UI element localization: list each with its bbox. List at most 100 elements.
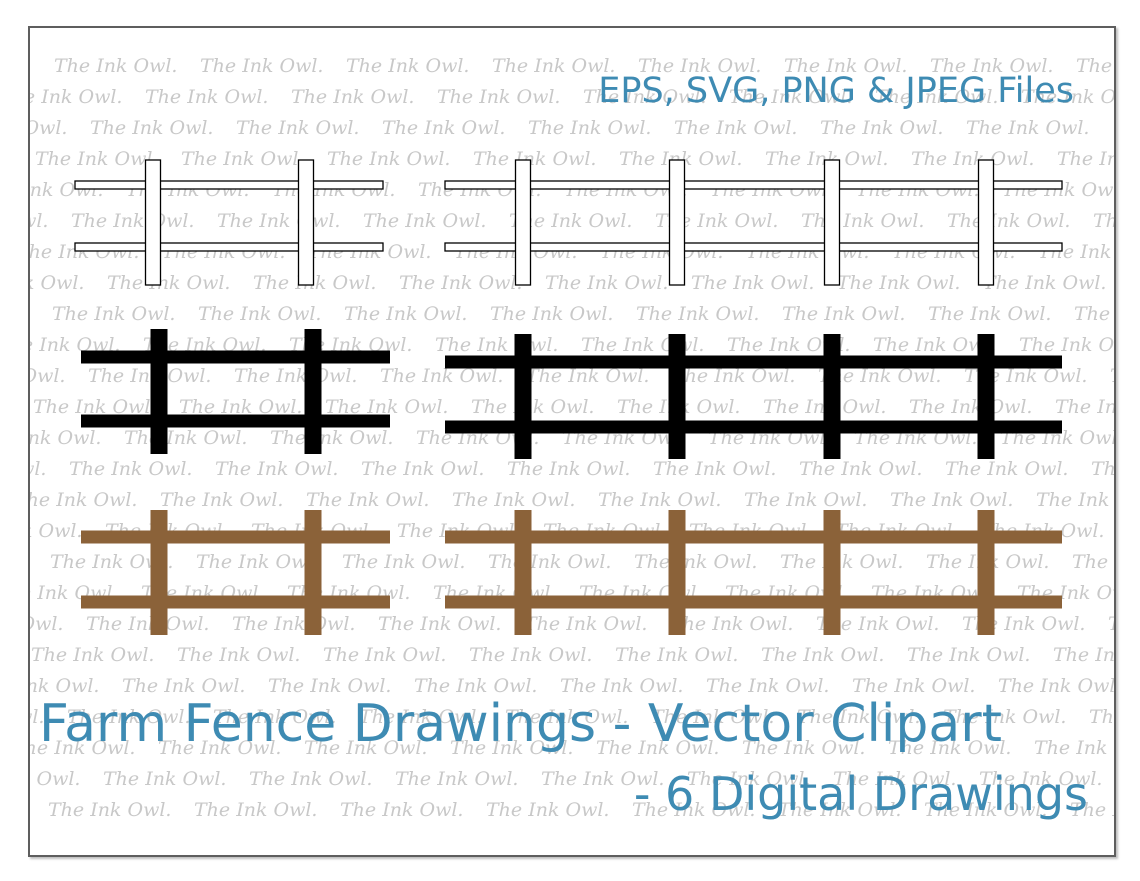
watermark-text: The Ink Owl. <box>1070 799 1114 821</box>
watermark-text: The Ink Owl. <box>655 210 778 232</box>
watermark-text: The Ink Owl. <box>837 272 960 294</box>
watermark-text: The Ink Owl. <box>450 737 573 759</box>
watermark-text: The Ink Owl. <box>200 55 323 77</box>
watermark-text: The Ink Owl. <box>145 86 268 108</box>
watermark-text: The Ink Owl. <box>30 768 80 790</box>
fence-rail <box>81 595 390 609</box>
watermark-text: The Ink Owl. <box>486 799 609 821</box>
watermark-text: The Ink Owl. <box>363 210 486 232</box>
watermark-text: The Ink Owl. <box>727 334 850 356</box>
watermark-text: The Ink Owl. <box>71 210 194 232</box>
short-black-fence <box>81 329 390 454</box>
watermark-text: The Ink Owl. <box>653 458 776 480</box>
watermark-text: The Ink Owl. <box>160 489 283 511</box>
watermark-text: The Ink Owl. <box>30 675 99 697</box>
fence-post <box>297 159 315 286</box>
watermark-text: The Ink Owl. <box>33 396 156 418</box>
long-brown-fence <box>445 510 1062 635</box>
watermark-text: The Ink Owl. <box>382 117 505 139</box>
watermark-text: The Ink Owl. <box>52 303 175 325</box>
watermark-text: The Ink Owl. <box>761 644 884 666</box>
watermark-text: The Ink Owl. <box>687 768 810 790</box>
fence-rail <box>81 350 390 364</box>
fence-post <box>150 329 168 454</box>
watermark-text: The Ink Owl. <box>744 489 867 511</box>
watermark-text: The Ink Owl. <box>346 55 469 77</box>
watermark-text: The Ink Owl. <box>122 675 245 697</box>
watermark-text: The Ink Owl. <box>361 458 484 480</box>
fence-post <box>514 510 532 635</box>
watermark-text: The Ink Owl. <box>344 303 467 325</box>
watermark-text: The Ink Owl. <box>473 148 596 170</box>
artwork-canvas: The Ink Owl. The Ink Owl. The Ink Owl. The … <box>30 55 1114 821</box>
watermark-text: The Ink Owl. <box>103 768 226 790</box>
watermark-text: The Ink Owl. <box>1036 489 1114 511</box>
fence-rail <box>445 595 1062 609</box>
long-outline-fence <box>444 159 1063 286</box>
long-black-fence <box>445 334 1062 459</box>
watermark-text: The Ink Owl. <box>852 675 975 697</box>
watermark-text: The Ink Owl. <box>67 706 190 728</box>
fence-post <box>668 159 686 286</box>
watermark-text: The Ink Owl. <box>327 148 450 170</box>
watermark-text: The Ink Owl. <box>177 644 300 666</box>
subtitle: - 6 Digital Drawings <box>634 767 1088 821</box>
watermark-text: The Ink Owl. <box>215 458 338 480</box>
watermark-text: The Ink Owl. <box>213 706 336 728</box>
watermark-text: The Ink Owl. <box>890 489 1013 511</box>
watermark-text: The Ink Owl. <box>437 86 560 108</box>
watermark-text: The Ink Owl. <box>270 427 393 449</box>
fence-post <box>823 159 841 286</box>
watermark-text: The Ink Owl. <box>253 272 376 294</box>
watermark-text: The Ink Owl. <box>706 675 829 697</box>
watermark-text: The Ink Owl. <box>179 396 302 418</box>
watermark-text: The Ink Owl. <box>30 458 46 480</box>
watermark-text: The Ink Owl. <box>1053 644 1114 666</box>
watermark-text: The Ink Owl. <box>124 427 247 449</box>
watermark-text: The Ink Owl. <box>907 644 1030 666</box>
watermark-text: The Ink Owl. <box>1091 458 1114 480</box>
watermark-text: The Ink Owl. <box>399 272 522 294</box>
watermark-text: The Ink Owl. <box>560 675 683 697</box>
watermark-text: The Ink Owl. <box>54 55 177 77</box>
watermark-text: The Ink Owl. <box>469 644 592 666</box>
watermark-text: The Ink Owl. <box>217 210 340 232</box>
watermark-text: The Ink Owl. <box>833 768 956 790</box>
watermark-text: The Ink Owl. <box>541 768 664 790</box>
fence-post <box>977 510 995 635</box>
watermark-text: The Ink Owl. <box>797 706 920 728</box>
watermark-text: The Ink Owl. <box>30 613 63 635</box>
watermark-text: The Ink Owl. <box>30 272 84 294</box>
fence-post <box>304 510 322 635</box>
fence-rail <box>445 420 1062 434</box>
watermark-text: The Ink Owl. <box>583 86 706 108</box>
watermark-text: The Ink Owl. <box>638 55 761 77</box>
watermark-text: The Ink Owl. <box>782 303 905 325</box>
fence-rail <box>445 355 1062 369</box>
watermark-text: The Ink Owl. <box>1074 303 1114 325</box>
watermark-text: The Ink Owl. <box>928 303 1051 325</box>
watermark-text: The Ink Owl. <box>268 675 391 697</box>
watermark-text: The Ink Owl. <box>1108 613 1114 635</box>
watermark-text: The Ink Owl. <box>966 117 1089 139</box>
main-title: Farm Fence Drawings - Vector Clipart <box>39 694 1002 754</box>
watermark-text: The Ink Owl. <box>979 768 1102 790</box>
fence-rail <box>445 530 1062 544</box>
watermark-text: The Ink Owl. <box>1019 334 1114 356</box>
watermark-text: The Ink Owl. <box>378 613 501 635</box>
image-frame: The Ink Owl. The Ink Owl. The Ink Owl. The … <box>28 26 1116 857</box>
watermark-text: The Ink Owl. <box>947 210 1070 232</box>
watermark-text: The Ink Owl. <box>196 551 319 573</box>
watermark-text: The Ink Owl. <box>35 148 158 170</box>
watermark-text: The Ink Owl. <box>306 489 429 511</box>
watermark-text: The Ink Owl. <box>291 86 414 108</box>
watermark-text: The Ink Owl. <box>1057 148 1114 170</box>
watermark-text: The Ink Owl. <box>888 737 1011 759</box>
watermark-text: The Ink Owl. <box>909 396 1032 418</box>
watermark-text: The Ink Owl. <box>86 613 209 635</box>
watermark-text: The Ink Owl. <box>505 706 628 728</box>
fence-post <box>304 329 322 454</box>
watermark-text: The Ink Owl. <box>1093 210 1114 232</box>
watermark-text: The Ink Owl. <box>765 148 888 170</box>
watermark-text: The Ink Owl. <box>778 799 901 821</box>
